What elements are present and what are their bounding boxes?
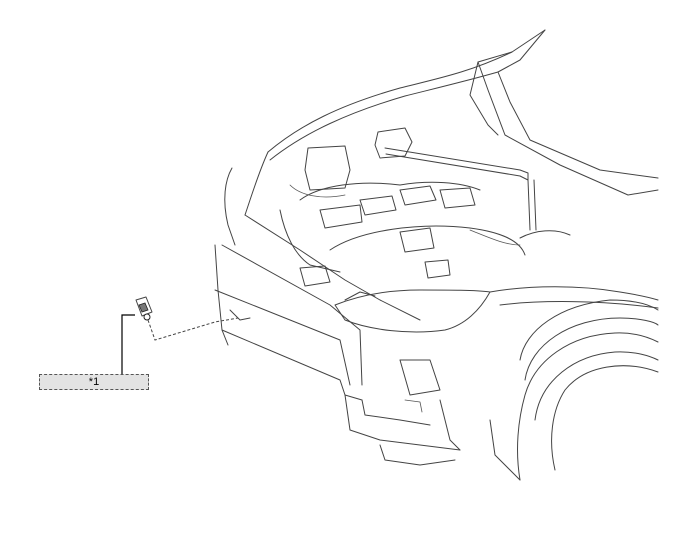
callout-label-text: *1 — [88, 376, 100, 388]
callout-leader-line — [121, 314, 135, 374]
engine-bay — [279, 127, 571, 287]
fender-wheel — [439, 286, 659, 481]
headlight — [334, 289, 491, 333]
windshield — [477, 29, 659, 196]
callout-label-1: *1 — [39, 374, 149, 390]
sensor-connector-icon — [135, 296, 153, 321]
location-dashed-line — [147, 317, 239, 341]
hood — [267, 51, 513, 161]
lower-chassis — [229, 309, 456, 466]
front-bumper — [214, 151, 461, 451]
